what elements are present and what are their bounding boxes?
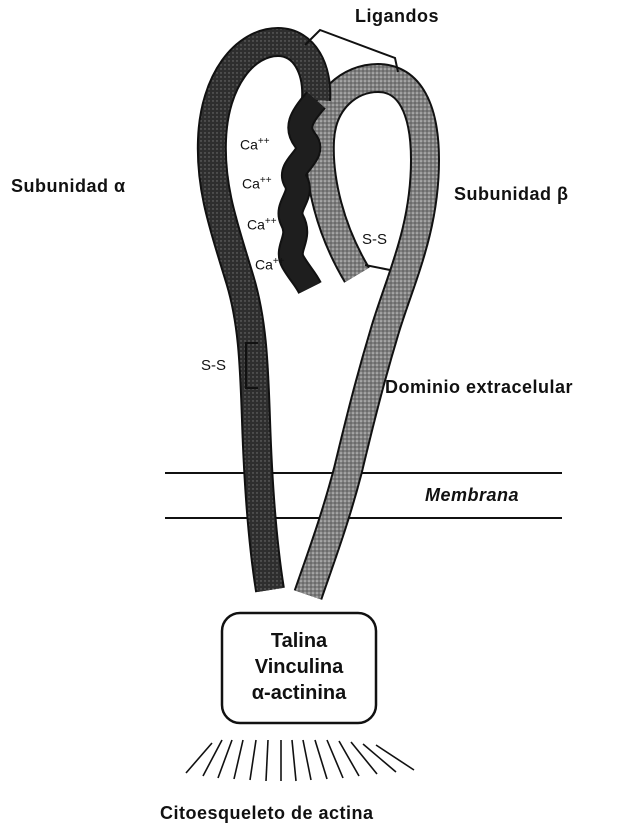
vinculina-label: Vinculina (222, 654, 376, 680)
talina-label: Talina (222, 628, 376, 654)
ligandos-label: Ligandos (355, 6, 439, 27)
calcium-label: Ca++ (247, 216, 277, 233)
calcium-label: Ca++ (255, 256, 285, 273)
extracellular-domain-label: Dominio extracelular (385, 377, 573, 398)
subunit-beta-label: Subunidad β (454, 184, 568, 205)
ss-alpha-label: S-S (201, 357, 226, 374)
ss-link-label: S-S (362, 231, 387, 248)
cytoskeleton-label: Citoesqueleto de actina (160, 803, 374, 824)
calcium-label: Ca++ (242, 175, 272, 192)
membrane-label: Membrana (425, 485, 519, 506)
calcium-label: Ca++ (240, 136, 270, 153)
subunit-alpha-label: Subunidad α (11, 176, 126, 197)
cytoplasmic-box-text: Talina Vinculina α-actinina (222, 628, 376, 706)
alpha-actinina-label: α-actinina (222, 680, 376, 706)
actin-filaments (186, 740, 414, 781)
